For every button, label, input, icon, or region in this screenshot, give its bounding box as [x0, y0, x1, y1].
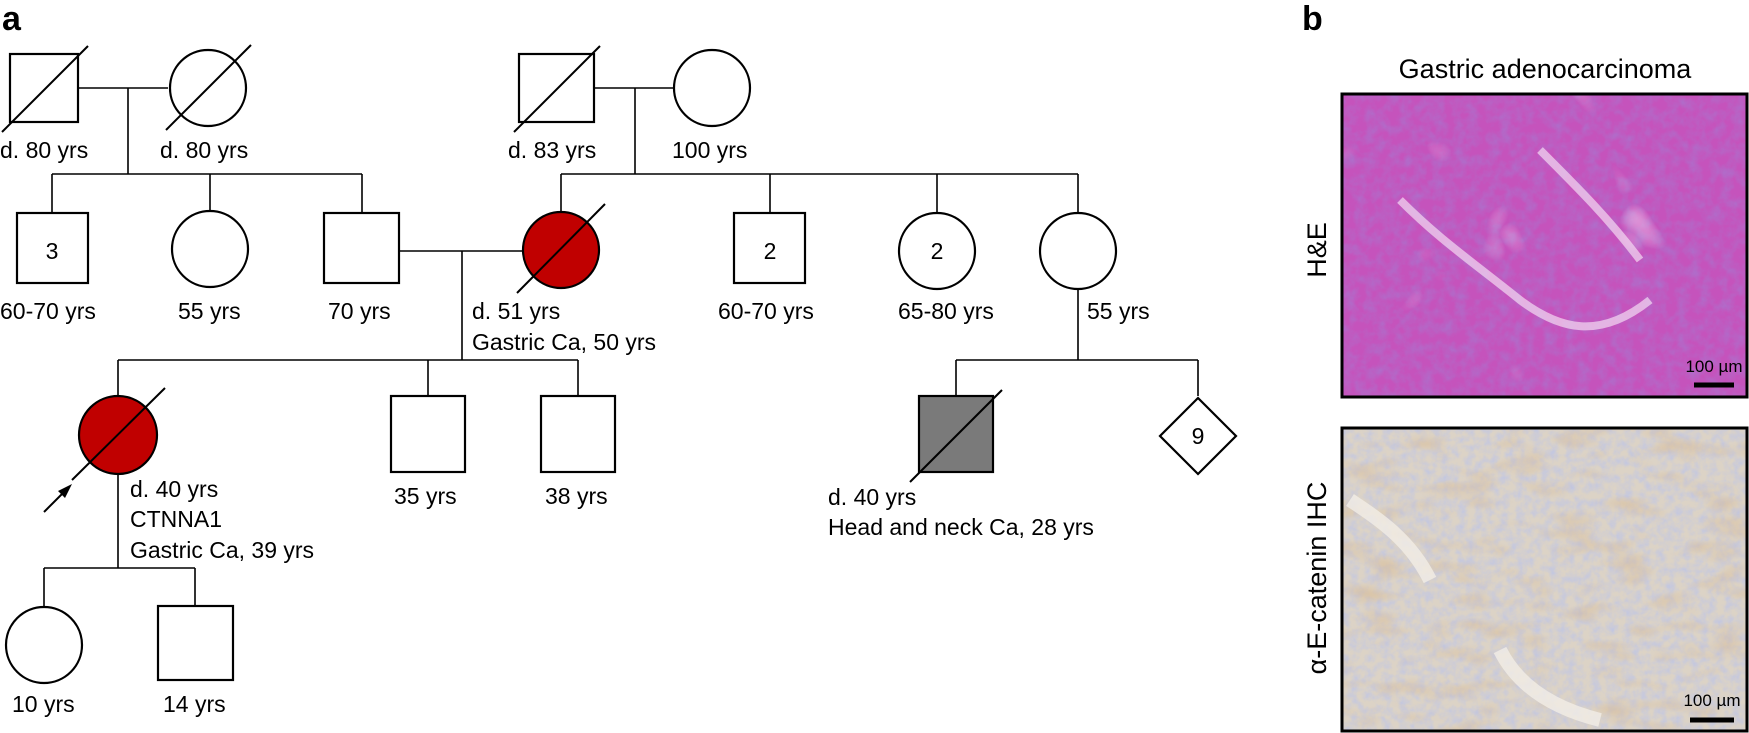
gen2-uncles-age: 60-70 yrs	[718, 298, 814, 324]
row2-label: α-E-catenin IHC	[1302, 482, 1332, 675]
proband-arrow-icon	[58, 484, 72, 498]
gen2-brothers-count: 3	[46, 238, 59, 264]
gen2-husband-age: 70 yrs	[328, 298, 391, 324]
histology-title: Gastric adenocarcinoma	[1399, 54, 1693, 84]
pedigree-lines	[43, 87, 1199, 606]
gen3-brother2-age: 38 yrs	[545, 483, 608, 509]
gen1-right-mother-label: 100 yrs	[672, 137, 747, 163]
gen3-brother1-age: 35 yrs	[394, 483, 457, 509]
gen1-left-father-label: d. 80 yrs	[0, 137, 88, 163]
gen1-right-father	[513, 45, 601, 133]
gen2-sister	[170, 209, 250, 289]
gen2-brothers: 3	[15, 211, 90, 285]
panel-label-a: a	[2, 0, 22, 38]
gen4-daughter-age: 10 yrs	[12, 691, 75, 717]
gen3-cousin-line1: d. 40 yrs	[828, 484, 916, 510]
gen2-mother-line1: d. 51 yrs	[472, 298, 560, 324]
gen2-mother-line2: Gastric Ca, 50 yrs	[472, 329, 656, 355]
gen4-son	[156, 604, 235, 682]
gen2-mother-affected	[516, 203, 606, 294]
gen3-proband-affected	[43, 387, 166, 513]
gen4-son-age: 14 yrs	[163, 691, 226, 717]
gen3-proband-line3: Gastric Ca, 39 yrs	[130, 537, 314, 563]
gen3-brother2	[539, 394, 617, 474]
gen3-proband-line2: CTNNA1	[130, 506, 222, 532]
gen1-right-mother	[672, 48, 752, 128]
gen3-cousins-diamond: 9	[1158, 396, 1238, 476]
gen3-proband-line1: d. 40 yrs	[130, 476, 218, 502]
gen2-husband	[322, 211, 401, 285]
gen1-left-mother-label: d. 80 yrs	[160, 137, 248, 163]
gen4-daughter	[4, 605, 84, 685]
gen2-uncles-count: 2	[764, 238, 777, 264]
gen3-cousin-line2: Head and neck Ca, 28 yrs	[828, 514, 1094, 540]
panel-label-b: b	[1302, 0, 1323, 38]
gen2-brothers-age: 60-70 yrs	[0, 298, 96, 324]
gen1-left-mother	[165, 44, 252, 131]
gen3-brother1	[389, 394, 467, 474]
gen2-aunt	[1038, 211, 1118, 291]
scale-label-1: 100 µm	[1685, 357, 1742, 376]
gen2-uncles: 2	[732, 211, 807, 285]
gen2-aunts: 2	[897, 211, 977, 291]
gen2-aunts-count: 2	[931, 238, 944, 264]
gen1-right-father-label: d. 83 yrs	[508, 137, 596, 163]
row1-label: H&E	[1302, 222, 1332, 278]
he-image: 100 µm	[1340, 92, 1749, 399]
gen2-sister-age: 55 yrs	[178, 298, 241, 324]
gen2-aunt-age: 55 yrs	[1087, 298, 1150, 324]
scale-label-2: 100 µm	[1683, 691, 1740, 710]
ihc-image: 100 µm	[1340, 426, 1749, 733]
gen3-cousin-affected	[909, 389, 1003, 483]
gen2-aunts-age: 65-80 yrs	[898, 298, 994, 324]
gen1-left-father	[1, 45, 89, 133]
gen3-cousins-count: 9	[1192, 423, 1205, 449]
